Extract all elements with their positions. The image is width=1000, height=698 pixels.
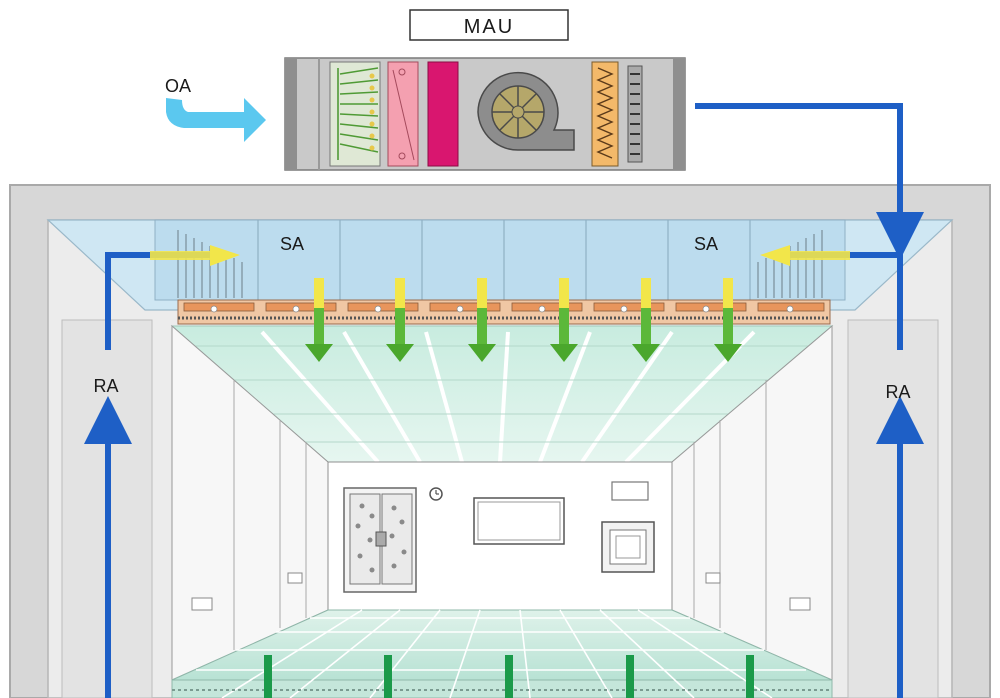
ffu-modules: [154, 219, 846, 325]
oa-label: OA: [165, 76, 191, 96]
fan-icon: [477, 71, 575, 151]
supply-arrow-5: [632, 278, 660, 362]
supply-arrow-6: [714, 278, 742, 362]
control-panel: [611, 481, 649, 501]
supply-arrow-2: [386, 278, 414, 362]
supply-arrow-1: [305, 278, 333, 362]
supply-air-arrows: [305, 278, 742, 362]
mau-label-box: [409, 9, 569, 41]
mau-unit: MAU: [284, 9, 686, 171]
supply-arrow-4: [550, 278, 578, 362]
ra-left-label: RA: [93, 376, 118, 396]
oa-arrow: [166, 98, 266, 142]
mixed-air-arrows: [150, 245, 850, 266]
mau-label: MAU: [464, 16, 514, 38]
sa-right-label: SA: [694, 234, 718, 254]
heater-icon: [591, 61, 619, 167]
clock-icon: [429, 487, 443, 501]
sa-left-label: SA: [280, 234, 304, 254]
view-window: [473, 497, 565, 545]
interlock-door-icon: [343, 487, 417, 593]
coil-icon: [329, 61, 381, 167]
high-filter: [427, 61, 459, 167]
floor-return-bars: [264, 655, 754, 698]
supply-arrow-3: [468, 278, 496, 362]
ra-right-label: RA: [885, 382, 910, 402]
supply-duct: [695, 103, 924, 260]
pass-box-icon: [601, 521, 655, 573]
